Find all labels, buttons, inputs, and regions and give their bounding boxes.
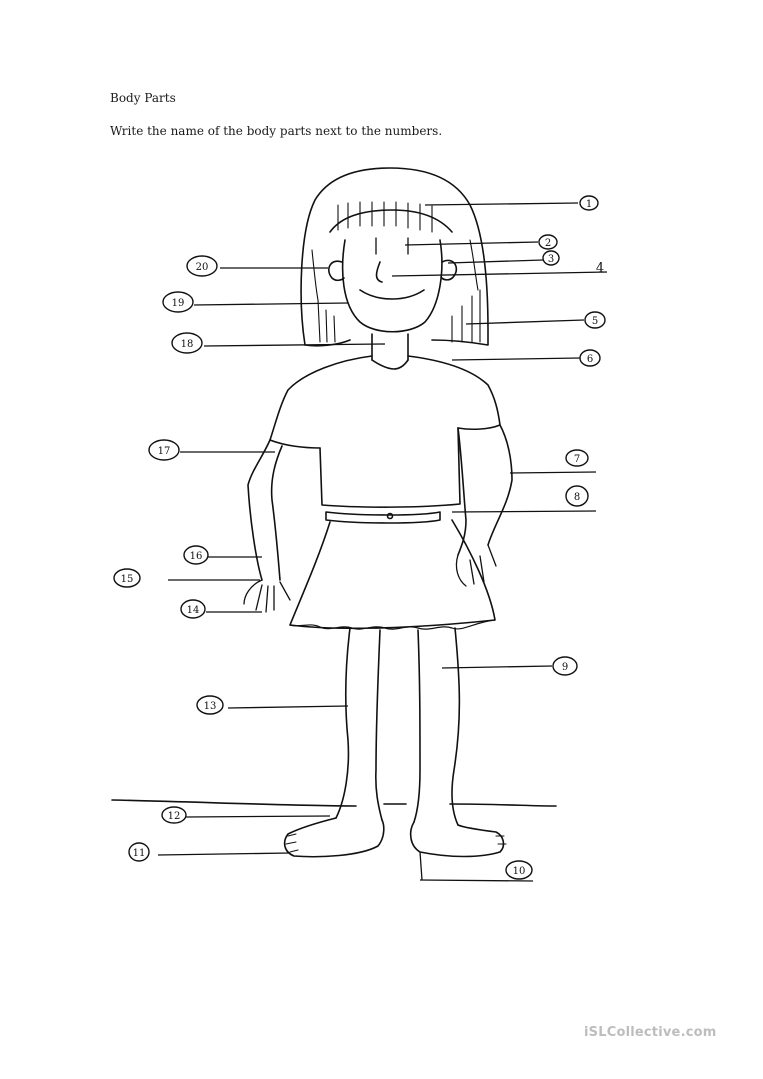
label-16: 16 (184, 546, 208, 564)
label-9: 9 (553, 657, 577, 675)
svg-text:5: 5 (592, 316, 598, 327)
svg-text:14: 14 (187, 605, 200, 616)
svg-text:19: 19 (172, 298, 185, 309)
svg-text:10: 10 (513, 866, 526, 877)
label-7: 7 (566, 450, 588, 466)
svg-text:15: 15 (121, 574, 134, 585)
label-11: 11 (129, 843, 149, 861)
label-19: 19 (163, 292, 193, 312)
watermark: iSLCollective.com (584, 1025, 717, 1040)
svg-text:13: 13 (204, 701, 217, 712)
svg-text:17: 17 (158, 446, 171, 457)
svg-text:4: 4 (596, 261, 604, 276)
svg-text:8: 8 (574, 492, 580, 503)
svg-text:2: 2 (545, 238, 551, 249)
number-labels: 1 2 3 4 5 6 7 8 9 10 11 12 13 14 15 16 1… (114, 196, 605, 879)
label-17: 17 (149, 440, 179, 460)
label-3: 3 (543, 251, 559, 265)
label-1: 1 (580, 196, 598, 210)
svg-text:7: 7 (574, 454, 580, 465)
label-10: 10 (506, 861, 532, 879)
label-20: 20 (187, 256, 217, 276)
svg-text:18: 18 (181, 339, 194, 350)
svg-text:20: 20 (196, 262, 209, 273)
svg-text:9: 9 (562, 662, 568, 673)
label-15: 15 (114, 569, 140, 587)
svg-text:3: 3 (548, 254, 554, 265)
label-5: 5 (585, 312, 605, 328)
svg-text:6: 6 (587, 354, 593, 365)
label-8: 8 (566, 486, 588, 506)
svg-text:1: 1 (586, 199, 592, 210)
label-13: 13 (197, 696, 223, 714)
label-18: 18 (172, 333, 202, 353)
svg-text:16: 16 (190, 551, 203, 562)
svg-text:12: 12 (168, 811, 181, 822)
label-12: 12 (162, 807, 186, 823)
label-2: 2 (539, 235, 557, 249)
label-14: 14 (181, 600, 205, 618)
svg-text:11: 11 (133, 848, 146, 859)
label-6: 6 (580, 350, 600, 366)
pointer-lines (158, 203, 607, 881)
label-4: 4 (596, 261, 604, 276)
